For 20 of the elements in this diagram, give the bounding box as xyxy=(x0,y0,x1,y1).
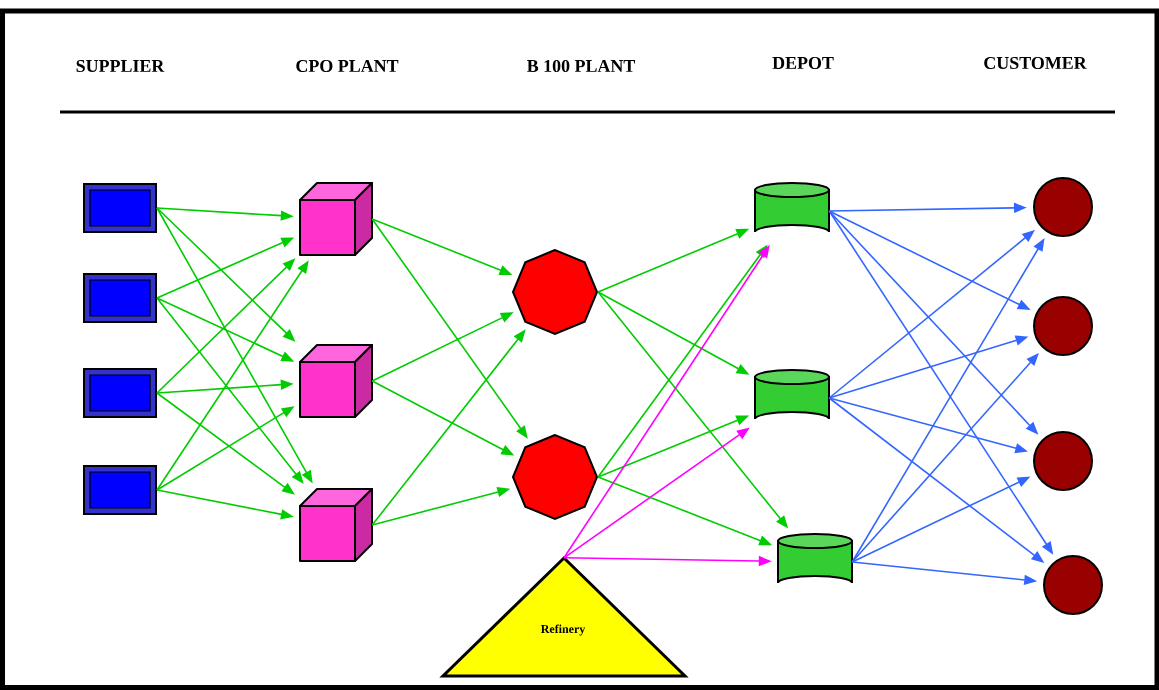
column-heading: B 100 PLANT xyxy=(527,59,636,73)
plant-cube xyxy=(299,488,373,562)
supplier-box xyxy=(83,273,157,323)
column-heading: SUPPLIER xyxy=(76,59,165,72)
plant-cube xyxy=(299,344,373,418)
supplier-box xyxy=(83,368,157,418)
plant-cube xyxy=(299,182,373,256)
customer-circle xyxy=(1033,296,1093,356)
column-heading: CUSTOMER xyxy=(984,56,1087,69)
customer-circle xyxy=(1033,431,1093,491)
column-heading: DEPOT xyxy=(772,56,834,69)
supplier-box xyxy=(83,465,157,515)
customer-circle xyxy=(1033,177,1093,237)
customer-circle xyxy=(1043,555,1103,615)
depot-cylinder xyxy=(754,182,830,233)
depot-cylinder xyxy=(754,369,830,420)
column-heading: CPO PLANT xyxy=(296,59,399,72)
arrow xyxy=(156,297,304,484)
supplier-box xyxy=(83,183,157,233)
depot-cylinder xyxy=(777,533,853,584)
